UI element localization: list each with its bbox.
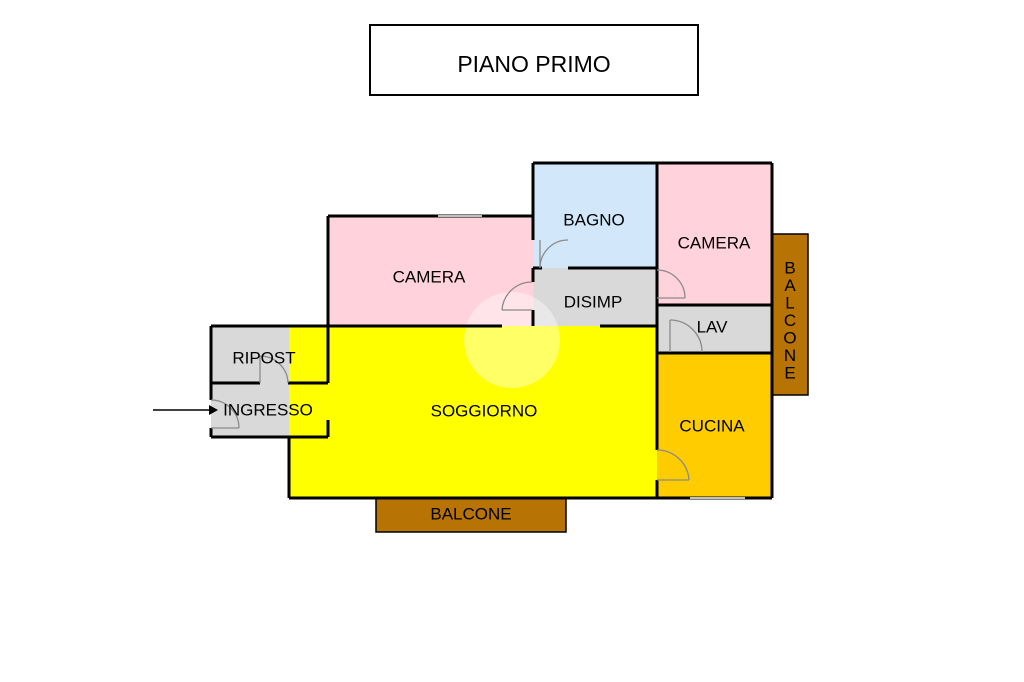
room-camera-main — [328, 216, 533, 326]
label-ingresso: INGRESSO — [223, 401, 313, 420]
title-box — [369, 24, 699, 96]
room-camera-right — [657, 163, 772, 305]
label-lav: LAV — [697, 318, 729, 337]
entry-arrow-icon — [153, 405, 218, 415]
windows — [438, 215, 745, 499]
label-disimp: DISIMP — [564, 293, 623, 312]
plan-title: PIANO PRIMO — [457, 51, 610, 77]
label-ripost: RIPOST — [232, 349, 295, 368]
room-bagno — [533, 163, 657, 268]
label-balcone-bottom: BALCONE — [430, 505, 511, 524]
room-disimp — [533, 268, 657, 326]
label-camera-right: CAMERA — [678, 234, 751, 253]
watermark — [464, 292, 560, 388]
room-lav — [657, 305, 772, 353]
room-soggiorno — [289, 326, 657, 498]
room-cucina — [657, 353, 772, 498]
label-camera-main: CAMERA — [393, 268, 466, 287]
walls — [209, 161, 809, 533]
label-cucina: CUCINA — [679, 417, 745, 436]
door-swings — [210, 239, 703, 481]
balcone-bottom — [376, 498, 566, 532]
label-soggiorno: SOGGIORNO — [431, 402, 538, 421]
balcone-right — [772, 234, 808, 395]
label-bagno: BAGNO — [563, 211, 624, 230]
